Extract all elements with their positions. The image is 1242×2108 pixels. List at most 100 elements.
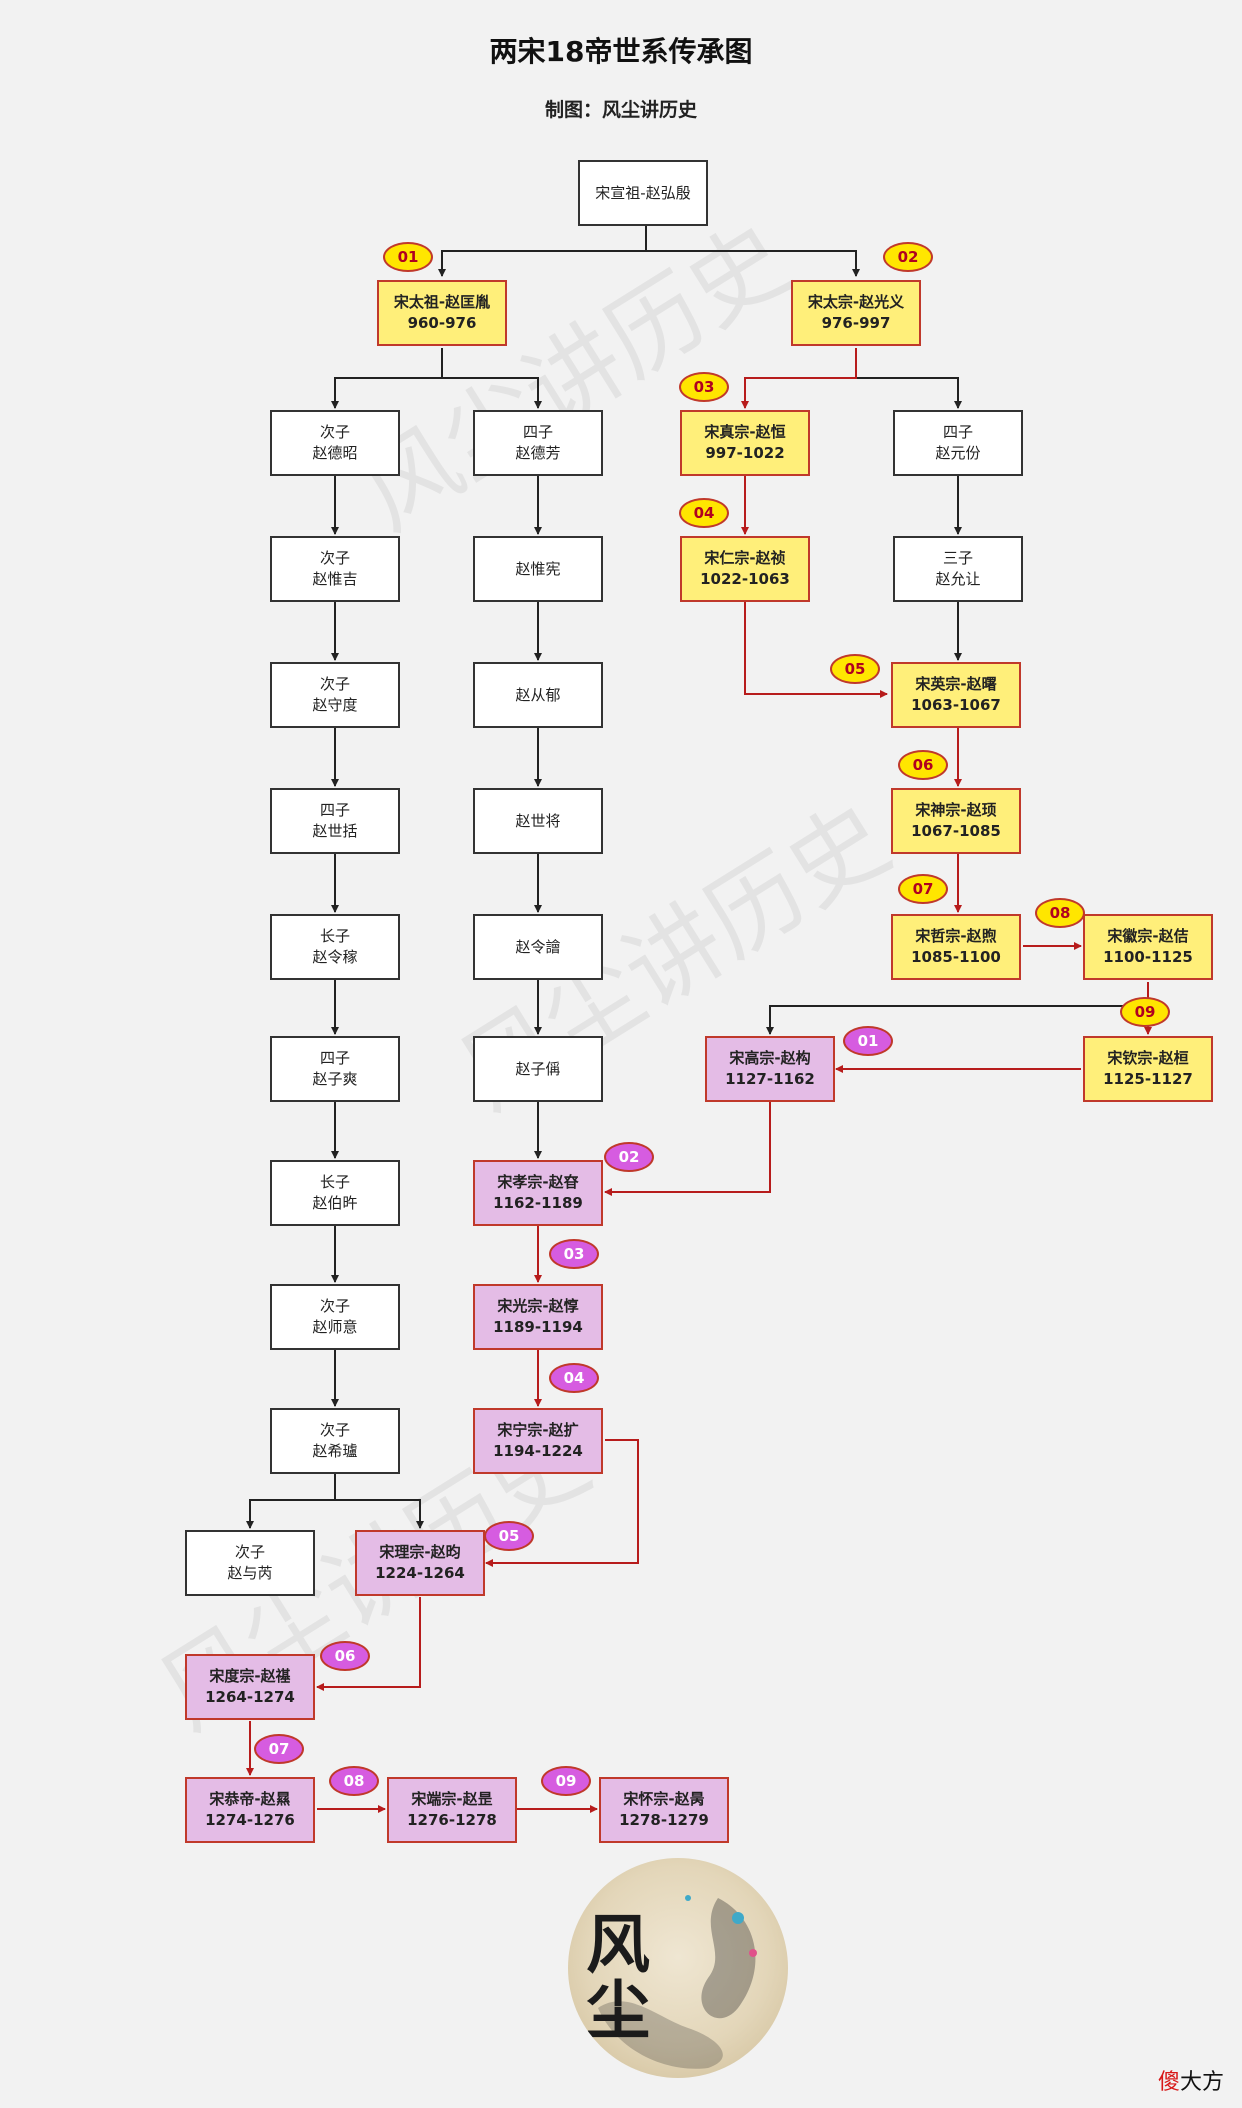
node-reign: 1125-1127 [1103, 1070, 1193, 1088]
node-line1: 四子 [319, 1049, 350, 1067]
connector [741, 348, 857, 409]
corner-watermark: 傻大方 [1158, 2064, 1224, 2096]
node-weiji: 次子赵惟吉 [270, 536, 400, 602]
node-name: 宋孝宗-赵昚 [497, 1173, 579, 1191]
node-reign: 1067-1085 [911, 822, 1001, 840]
badge-south-03: 03 [549, 1239, 599, 1269]
node-name: 宋高宗-赵构 [729, 1049, 811, 1067]
node-name: 宋哲宗-赵煦 [915, 927, 997, 945]
ink-splash-icon [598, 1895, 757, 2069]
node-reign: 1276-1278 [407, 1811, 497, 1829]
node-line1: 次子 [319, 423, 350, 441]
node-reign: 1278-1279 [619, 1811, 709, 1829]
connector [442, 377, 542, 409]
node-reign: 960-976 [407, 314, 477, 332]
node-line1: 赵从郁 [515, 685, 561, 704]
node-zhezong: 宋哲宗-赵煦 1085-1100 [891, 914, 1021, 980]
node-name: 宋太宗-赵光义 [807, 293, 905, 311]
node-name: 宋怀宗-赵昺 [623, 1790, 705, 1808]
node-yingzong: 宋英宗-赵曙 1063-1067 [891, 662, 1021, 728]
node-name: 宋太祖-赵匡胤 [393, 293, 491, 311]
node-line1: 赵子偁 [515, 1059, 561, 1078]
node-huizong: 宋徽宗-赵佶 1100-1125 [1083, 914, 1213, 980]
node-line1: 三子 [942, 549, 973, 567]
brand-logo: 风尘 [568, 1858, 788, 2078]
connector [335, 1499, 424, 1529]
node-lingjia: 长子赵令稼 [270, 914, 400, 980]
node-defang: 四子赵德芳 [473, 410, 603, 476]
connector [646, 250, 860, 277]
node-name: 宋仁宗-赵祯 [704, 549, 786, 567]
node-lingyu: 赵令譮 [473, 914, 603, 980]
node-line2: 赵允让 [935, 570, 981, 588]
badge-south-07: 07 [254, 1734, 304, 1764]
node-line2: 赵伯旿 [312, 1194, 358, 1212]
node-line1: 次子 [319, 675, 350, 693]
node-line1: 次子 [319, 549, 350, 567]
logo-text: 风尘 [586, 1908, 650, 2049]
node-renzong: 宋仁宗-赵祯 1022-1063 [680, 536, 810, 602]
node-name: 宋真宗-赵恒 [704, 423, 786, 441]
badge-north-09: 09 [1120, 997, 1170, 1027]
node-shikuo: 四子赵世括 [270, 788, 400, 854]
node-line2: 赵师意 [312, 1318, 358, 1336]
chart-subtitle: 制图：风尘讲历史 [544, 99, 697, 121]
node-line1: 四子 [319, 801, 350, 819]
node-line1: 四子 [942, 423, 973, 441]
node-line1: 赵令譮 [515, 937, 561, 956]
node-reign: 1194-1224 [493, 1442, 583, 1460]
badge-south-04: 04 [549, 1363, 599, 1393]
node-dezhao: 次子赵德昭 [270, 410, 400, 476]
corner-watermark-first: 傻 [1157, 2070, 1180, 2095]
badge-north-07: 07 [898, 874, 948, 904]
node-reign: 976-997 [821, 314, 891, 332]
connector [331, 348, 443, 409]
badge-north-06: 06 [898, 750, 948, 780]
corner-watermark-rest: 大方 [1179, 2070, 1224, 2095]
badge-south-06: 06 [320, 1641, 370, 1671]
node-line1: 长子 [319, 927, 350, 945]
node-line2: 赵世括 [312, 822, 358, 840]
badge-south-05: 05 [484, 1521, 534, 1551]
node-reign: 1085-1100 [911, 948, 1001, 966]
node-reign: 1022-1063 [700, 570, 790, 588]
node-line1: 次子 [319, 1297, 350, 1315]
node-line2: 赵惟吉 [312, 570, 358, 588]
node-line2: 赵元份 [935, 444, 981, 462]
node-reign: 1100-1125 [1103, 948, 1193, 966]
node-name: 宋度宗-赵禥 [209, 1667, 291, 1685]
node-line2: 赵德芳 [515, 444, 561, 462]
node-reign: 1224-1264 [375, 1564, 465, 1582]
node-line2: 赵德昭 [312, 444, 358, 462]
node-shoudu: 次子赵守度 [270, 662, 400, 728]
node-name: 宋英宗-赵曙 [915, 675, 997, 693]
node-xuanzu: 宋宣祖-赵弘殷 [578, 160, 708, 226]
node-gaozong: 宋高宗-赵构 1127-1162 [705, 1036, 835, 1102]
connector [744, 602, 888, 698]
node-taizong: 宋太宗-赵光义 976-997 [791, 280, 921, 346]
node-name: 宋恭帝-赵㬎 [209, 1790, 291, 1808]
connector [316, 1597, 421, 1691]
node-yunrang: 三子赵允让 [893, 536, 1023, 602]
node-line2: 赵子爽 [312, 1070, 358, 1088]
badge-south-08: 08 [329, 1766, 379, 1796]
node-yurui: 次子赵与芮 [185, 1530, 315, 1596]
node-taizu: 宋太祖-赵匡胤 960-976 [377, 280, 507, 346]
node-reign: 1264-1274 [205, 1688, 295, 1706]
node-name: 宋端宗-赵昰 [411, 1790, 493, 1808]
node-line1: 长子 [319, 1173, 350, 1191]
node-yuanfen: 四子赵元份 [893, 410, 1023, 476]
node-name: 宋神宗-赵顼 [915, 801, 997, 819]
node-line2: 赵守度 [312, 696, 358, 714]
node-xilu: 次子赵希瓐 [270, 1408, 400, 1474]
chart-title: 两宋18帝世系传承图 [489, 35, 753, 68]
node-line1: 四子 [522, 423, 553, 441]
node-name: 宋徽宗-赵佶 [1107, 927, 1189, 945]
node-line2: 赵令稼 [312, 948, 358, 966]
node-line1: 赵惟宪 [515, 559, 561, 578]
node-reign: 1127-1162 [725, 1070, 815, 1088]
node-reign: 1063-1067 [911, 696, 1001, 714]
